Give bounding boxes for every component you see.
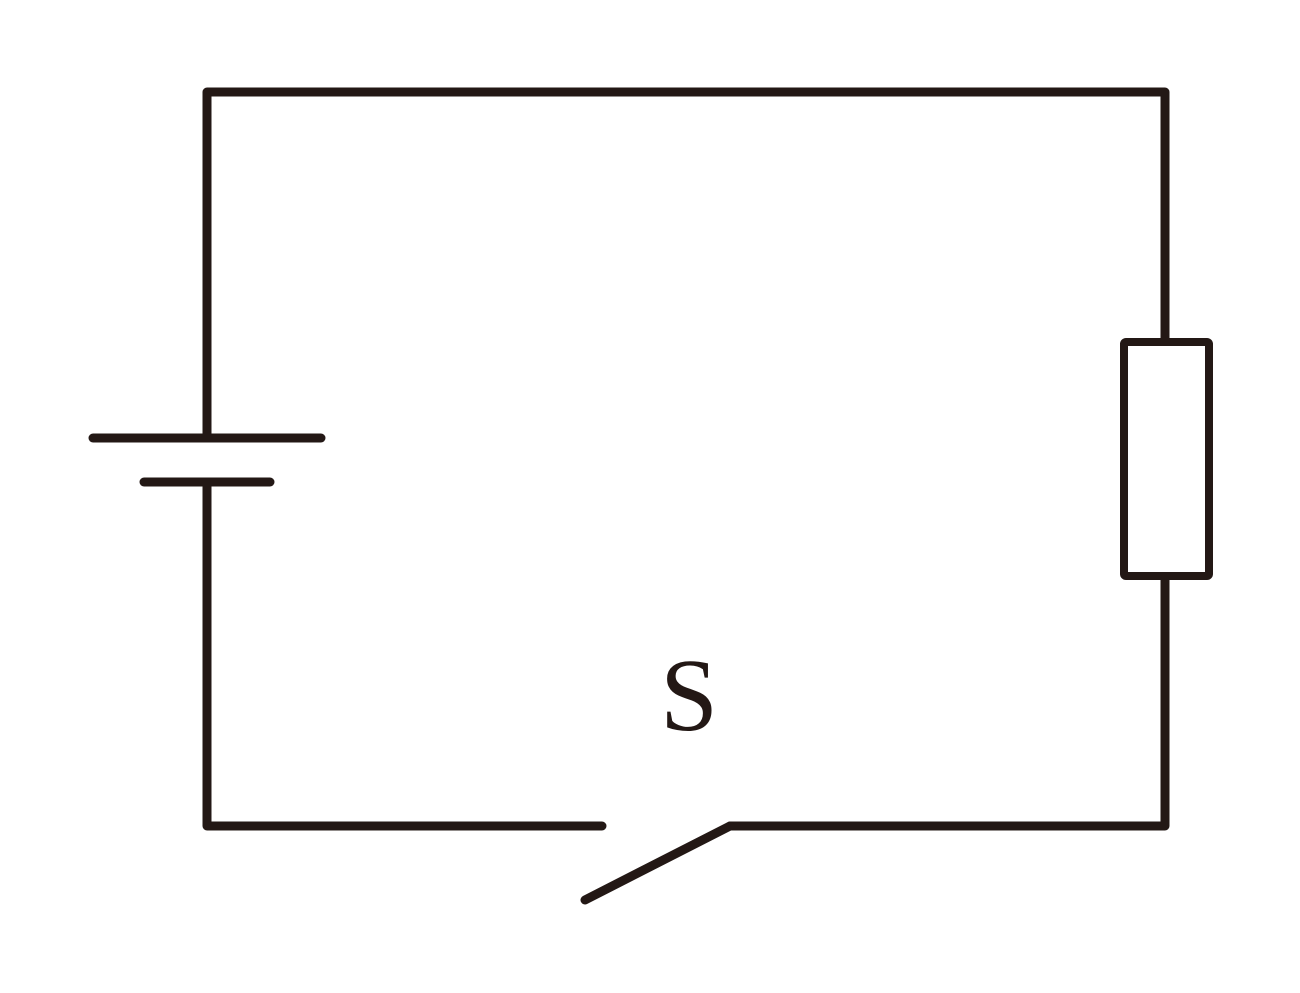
wire-right-bottom [725,571,1170,831]
switch-label: S [660,638,718,753]
wire-top [202,87,1170,441]
battery [88,433,326,487]
switch-blade [580,821,735,905]
wire-left-bottom [202,479,607,831]
resistor [1120,338,1213,580]
